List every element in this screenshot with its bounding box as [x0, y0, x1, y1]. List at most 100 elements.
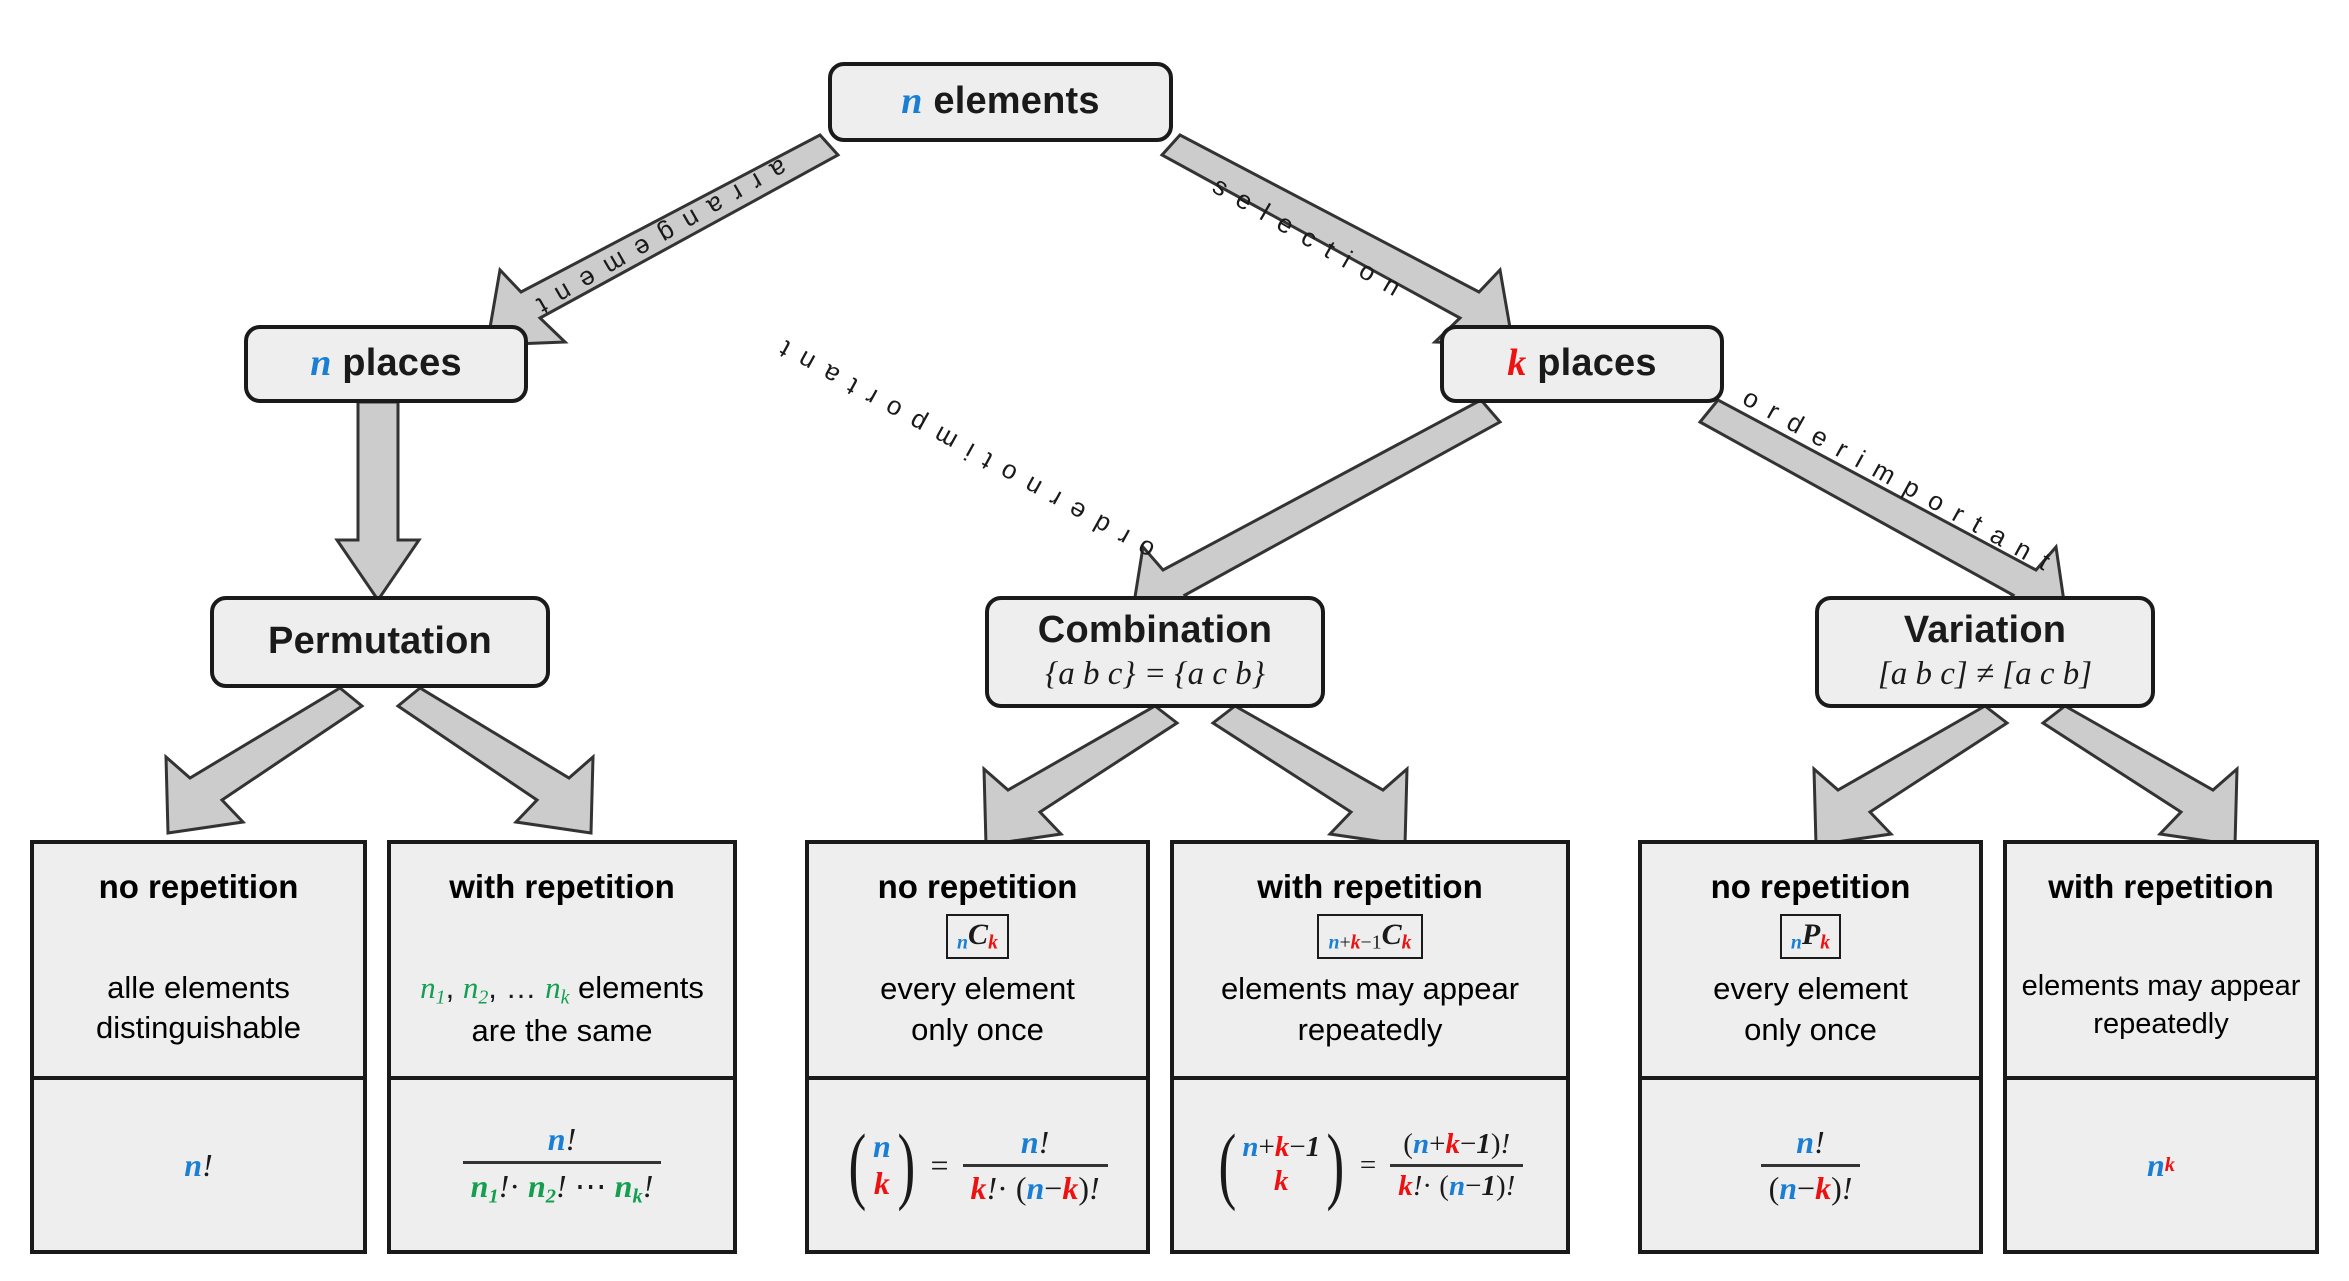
leaf-formula: ( n+k−1 k ) = (n+k−1)! k!· (n−1)! — [1174, 1080, 1566, 1250]
node-k-places-text: places — [1537, 342, 1657, 385]
edge-label-selection: s e l e c t i o n — [1207, 170, 1409, 304]
symbol-n: n — [547, 1121, 566, 1158]
symbol-dot: · — [997, 1169, 1008, 1206]
symbol-k: k — [1274, 1131, 1290, 1164]
symbol-k: k — [2164, 1153, 2176, 1176]
symbol-minus: − — [1465, 1169, 1482, 1202]
symbol-dot: · — [1422, 1169, 1433, 1202]
symbol-n: n — [1412, 1127, 1430, 1160]
edge-label-order-not-important: o r d e r n o t i m p o r t a n t — [771, 333, 1160, 567]
leaf-head: with repetition — [449, 868, 675, 905]
symbol-n: n — [1026, 1169, 1045, 1206]
node-k-places[interactable]: k places — [1440, 325, 1724, 403]
symbol-n1: n — [470, 1168, 489, 1205]
symbol-n: n — [901, 80, 923, 123]
arrow-n-places-to-permutation — [334, 400, 422, 603]
node-permutation-title: Permutation — [268, 620, 492, 663]
symbol-factorial: ! — [498, 1168, 510, 1205]
leaf-formula: ( n k ) = n! k!· (n−k)! — [809, 1080, 1146, 1250]
symbol-k: k — [1062, 1169, 1079, 1206]
leaf-formula: n! n1!· n2! ⋯ nk! — [391, 1080, 733, 1250]
arrow-variation-right — [2040, 704, 2239, 847]
paren-close: ) — [897, 1116, 916, 1213]
leaf-top: no repetition alle elements distinguisha… — [34, 844, 363, 1080]
symbol-n: n — [1328, 931, 1340, 954]
leaf-description-line1: n1, n2, … nk elements — [397, 968, 727, 1011]
symbol-factorial: ! — [1412, 1169, 1423, 1202]
node-n-elements-label: n elements — [901, 80, 1100, 123]
symbol-cdots: ⋯ — [574, 1168, 607, 1205]
symbol-n1: n — [420, 970, 436, 1005]
symbol-factorial: ! — [1814, 1123, 1825, 1160]
symbol-n2: n — [527, 1168, 546, 1205]
symbol-dot: · — [509, 1168, 520, 1205]
symbol-P: P — [1801, 918, 1821, 951]
leaf-combination-no-repetition[interactable]: no repetition nCk every element only onc… — [805, 840, 1150, 1254]
symbol-equals: = — [930, 1146, 949, 1183]
leaf-description-line2: repeatedly — [2093, 1007, 2229, 1040]
symbol-factorial: ! — [202, 1146, 213, 1183]
edge-label-order-important: o r d e r i m p o r t a n t — [1737, 381, 2059, 578]
symbol-sub-k: k — [632, 1185, 643, 1208]
arrow-variation-left — [1812, 704, 2010, 847]
leaf-permutation-no-repetition[interactable]: no repetition alle elements distinguisha… — [30, 840, 367, 1254]
symbol-factorial: ! — [986, 1169, 998, 1206]
symbol-sub-1: 1 — [488, 1185, 499, 1208]
leaf-top: no repetition nPk every element only onc… — [1642, 844, 1979, 1080]
leaf-variation-with-repetition[interactable]: with repetition elements may appear repe… — [2003, 840, 2319, 1254]
paren-close: ) — [1326, 1116, 1345, 1213]
leaf-formula: n! (n−k)! — [1642, 1080, 1979, 1250]
leaf-permutation-with-repetition[interactable]: with repetition n1, n2, … nk elements ar… — [387, 840, 737, 1254]
node-combination[interactable]: Combination {a b c} = {a c b} — [985, 596, 1325, 708]
node-n-elements[interactable]: n elements — [828, 62, 1173, 142]
symbol-k: k — [1398, 1169, 1413, 1202]
leaf-description: every element only once — [1642, 969, 1979, 1050]
paren-open: ( — [1403, 1127, 1413, 1160]
symbol-factorial: ! — [1841, 1169, 1853, 1206]
symbol-k: k — [988, 931, 998, 954]
leaf-combination-with-repetition[interactable]: with repetition n+k−1Ck elements may app… — [1170, 840, 1570, 1254]
paren-close: ) — [1078, 1169, 1089, 1206]
symbol-n: n — [1779, 1169, 1798, 1206]
symbol-factorial: ! — [1038, 1123, 1050, 1160]
symbol-factorial: ! — [1500, 1127, 1511, 1160]
symbol-n: n — [310, 342, 332, 385]
leaf-top: with repetition n+k−1Ck elements may app… — [1174, 844, 1566, 1080]
leaf-head: no repetition — [877, 868, 1078, 905]
paren-close: ) — [1495, 1169, 1506, 1202]
symbol-n2: n — [462, 970, 479, 1005]
symbol-one: 1 — [1371, 931, 1382, 954]
symbol-k: k — [1274, 1165, 1289, 1197]
symbol-minus: − — [1797, 1169, 1816, 1206]
symbol-plus: + — [1429, 1127, 1446, 1160]
symbol-minus: − — [1459, 1127, 1477, 1160]
leaf-variation-no-repetition[interactable]: no repetition nPk every element only onc… — [1638, 840, 1983, 1254]
symbol-factorial: ! — [556, 1168, 567, 1205]
leaf-top: with repetition n1, n2, … nk elements ar… — [391, 844, 733, 1080]
symbol-n: n — [1790, 931, 1802, 954]
arrow-permutation-left — [164, 686, 365, 835]
symbol-k: k — [1350, 931, 1361, 954]
symbol-k: k — [1820, 931, 1831, 954]
symbol-k: k — [1815, 1169, 1832, 1206]
symbol-n: n — [873, 1127, 891, 1164]
symbol-n: n — [1448, 1169, 1466, 1202]
symbol-n: n — [957, 931, 969, 954]
leaf-description-line2: only once — [911, 1011, 1044, 1047]
symbol-C: C — [968, 918, 989, 951]
paren-open: ( — [1218, 1116, 1236, 1213]
node-n-places[interactable]: n places — [244, 325, 528, 403]
symbol-sub-1: 1 — [435, 986, 446, 1009]
node-variation-subtitle: [a b c] ≠ [a c b] — [1877, 655, 2093, 692]
symbol-k: k — [1507, 342, 1527, 385]
paren-open: ( — [848, 1116, 867, 1213]
symbol-nk: n — [614, 1168, 633, 1205]
node-n-elements-text: elements — [933, 80, 1100, 123]
node-permutation[interactable]: Permutation — [210, 596, 550, 688]
symbol-ellipsis: … — [505, 970, 537, 1005]
leaf-description-line1: every element — [1713, 971, 1908, 1007]
leaf-top: with repetition elements may appear repe… — [2007, 844, 2315, 1080]
leaf-description-line1: every element — [880, 971, 1075, 1007]
node-variation[interactable]: Variation [a b c] ≠ [a c b] — [1815, 596, 2155, 708]
symbol-n: n — [1020, 1123, 1039, 1160]
